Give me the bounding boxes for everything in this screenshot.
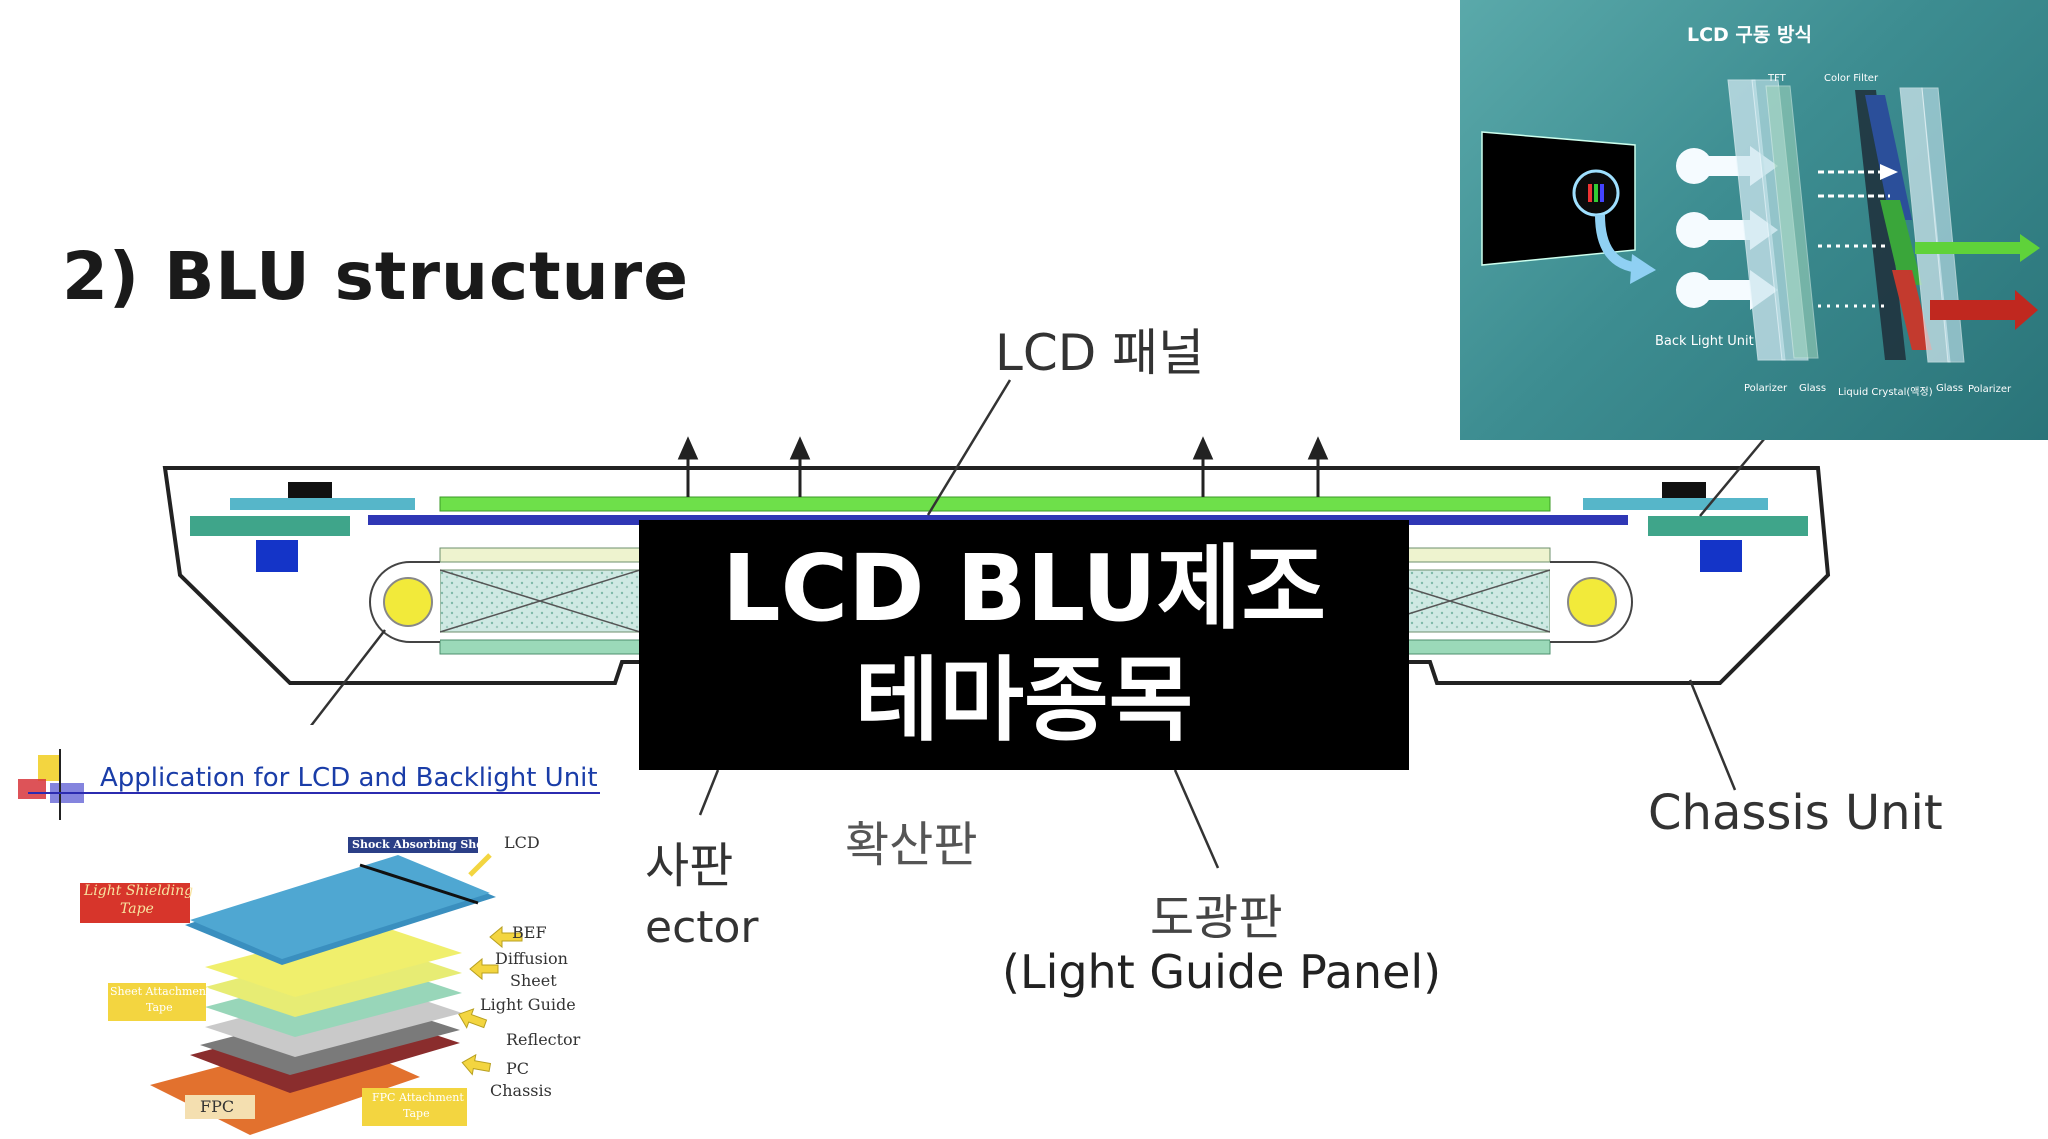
- sheet-attachment-label-2: Tape: [146, 1001, 173, 1014]
- left-pcb: [190, 516, 350, 536]
- light-arrows: [677, 436, 1329, 497]
- fpc-attachment-label-1: FPC Attachment: [372, 1091, 464, 1104]
- sheet-attachment-label-1: Sheet Attachment: [110, 985, 211, 998]
- right-pcb: [1648, 516, 1808, 536]
- fpc-label: FPC: [200, 1097, 235, 1116]
- light-shielding-box: [80, 883, 190, 923]
- inset-title: LCD 구동 방식: [1687, 24, 1812, 46]
- inset-color-filter-label: Color Filter: [1824, 73, 1879, 84]
- lcd-panel-layer: [439, 496, 1551, 512]
- logo-red-block: [18, 779, 46, 799]
- inset-glass-1: Glass: [1799, 383, 1827, 394]
- chassis-label: Chassis: [490, 1081, 552, 1100]
- inset-liquid-crystal: Liquid Crystal(액정): [1838, 387, 1933, 398]
- right-lamp: [1567, 577, 1617, 627]
- right-connector: [1662, 482, 1706, 498]
- lcd-driving-inset: LCD 구동 방식 TFT Color Filter Back Light Un…: [1460, 0, 2048, 440]
- left-lamp: [383, 577, 433, 627]
- inset-tft-label: TFT: [1768, 73, 1786, 84]
- lcd-label: LCD: [504, 833, 540, 852]
- reflector-ko-label: 사판: [645, 838, 734, 894]
- reflector-label: Reflector: [506, 1030, 581, 1049]
- light-shielding-label-1: Light Shielding: [84, 883, 194, 899]
- inset-backlight-label: Back Light Unit: [1655, 334, 1754, 349]
- fpc-attachment-box: [362, 1088, 467, 1126]
- inset-polarizer-1: Polarizer: [1744, 383, 1788, 394]
- diffusion-label-2: Sheet: [510, 971, 557, 990]
- logo-yellow-block: [38, 755, 60, 781]
- lcd-panel-label: LCD 패널: [995, 324, 1205, 382]
- right-ic: [1700, 540, 1742, 572]
- left-fpc: [230, 498, 415, 510]
- chassis-unit-label: Chassis Unit: [1648, 785, 1943, 841]
- title-overlay: LCD BLU제조 테마종목: [639, 520, 1409, 770]
- leader-lines: [299, 379, 1766, 869]
- light-guide-ko-label: 도광판: [1150, 890, 1283, 946]
- sheet-attachment-box: [108, 983, 206, 1021]
- light-guide-label: Light Guide: [480, 995, 576, 1014]
- shock-absorbing-label: Shock Absorbing Sheet: [352, 838, 496, 851]
- lcd-driving-diagram: [1481, 79, 2040, 363]
- right-fpc: [1583, 498, 1768, 510]
- title-line-1: LCD BLU제조: [722, 535, 1326, 642]
- inset-glass-2: Glass: [1936, 383, 1964, 394]
- reflector-en-label: ector: [645, 902, 759, 953]
- left-connector: [288, 482, 332, 498]
- light-guide-en-label: (Light Guide Panel): [1002, 945, 1442, 999]
- exploded-layer-diagram: [18, 749, 600, 1135]
- section-heading: 2) BLU structure: [62, 238, 689, 315]
- pc-label: PC: [506, 1059, 530, 1078]
- diffusion-label-1: Diffusion: [495, 949, 568, 968]
- fpc-attachment-label-2: Tape: [403, 1107, 430, 1120]
- lcd-layers: [1727, 79, 1965, 363]
- light-shielding-label-2: Tape: [120, 901, 154, 917]
- inset-polarizer-2: Polarizer: [1968, 384, 2012, 395]
- bef-label: BEF: [512, 923, 547, 942]
- diffuser-ko-label: 확산판: [845, 817, 978, 873]
- left-ic: [256, 540, 298, 572]
- chassis-outline: [162, 466, 1831, 685]
- shock-absorbing-box: [348, 837, 478, 853]
- backlight-application-panel: Application for LCD and Backlight Unit S…: [0, 725, 600, 1135]
- fpc-box: [185, 1095, 255, 1119]
- light-rays: [1818, 164, 2040, 330]
- bef-layer-2: [205, 923, 462, 997]
- title-line-2: 테마종목: [854, 647, 1194, 754]
- panel-title: Application for LCD and Backlight Unit: [100, 763, 598, 793]
